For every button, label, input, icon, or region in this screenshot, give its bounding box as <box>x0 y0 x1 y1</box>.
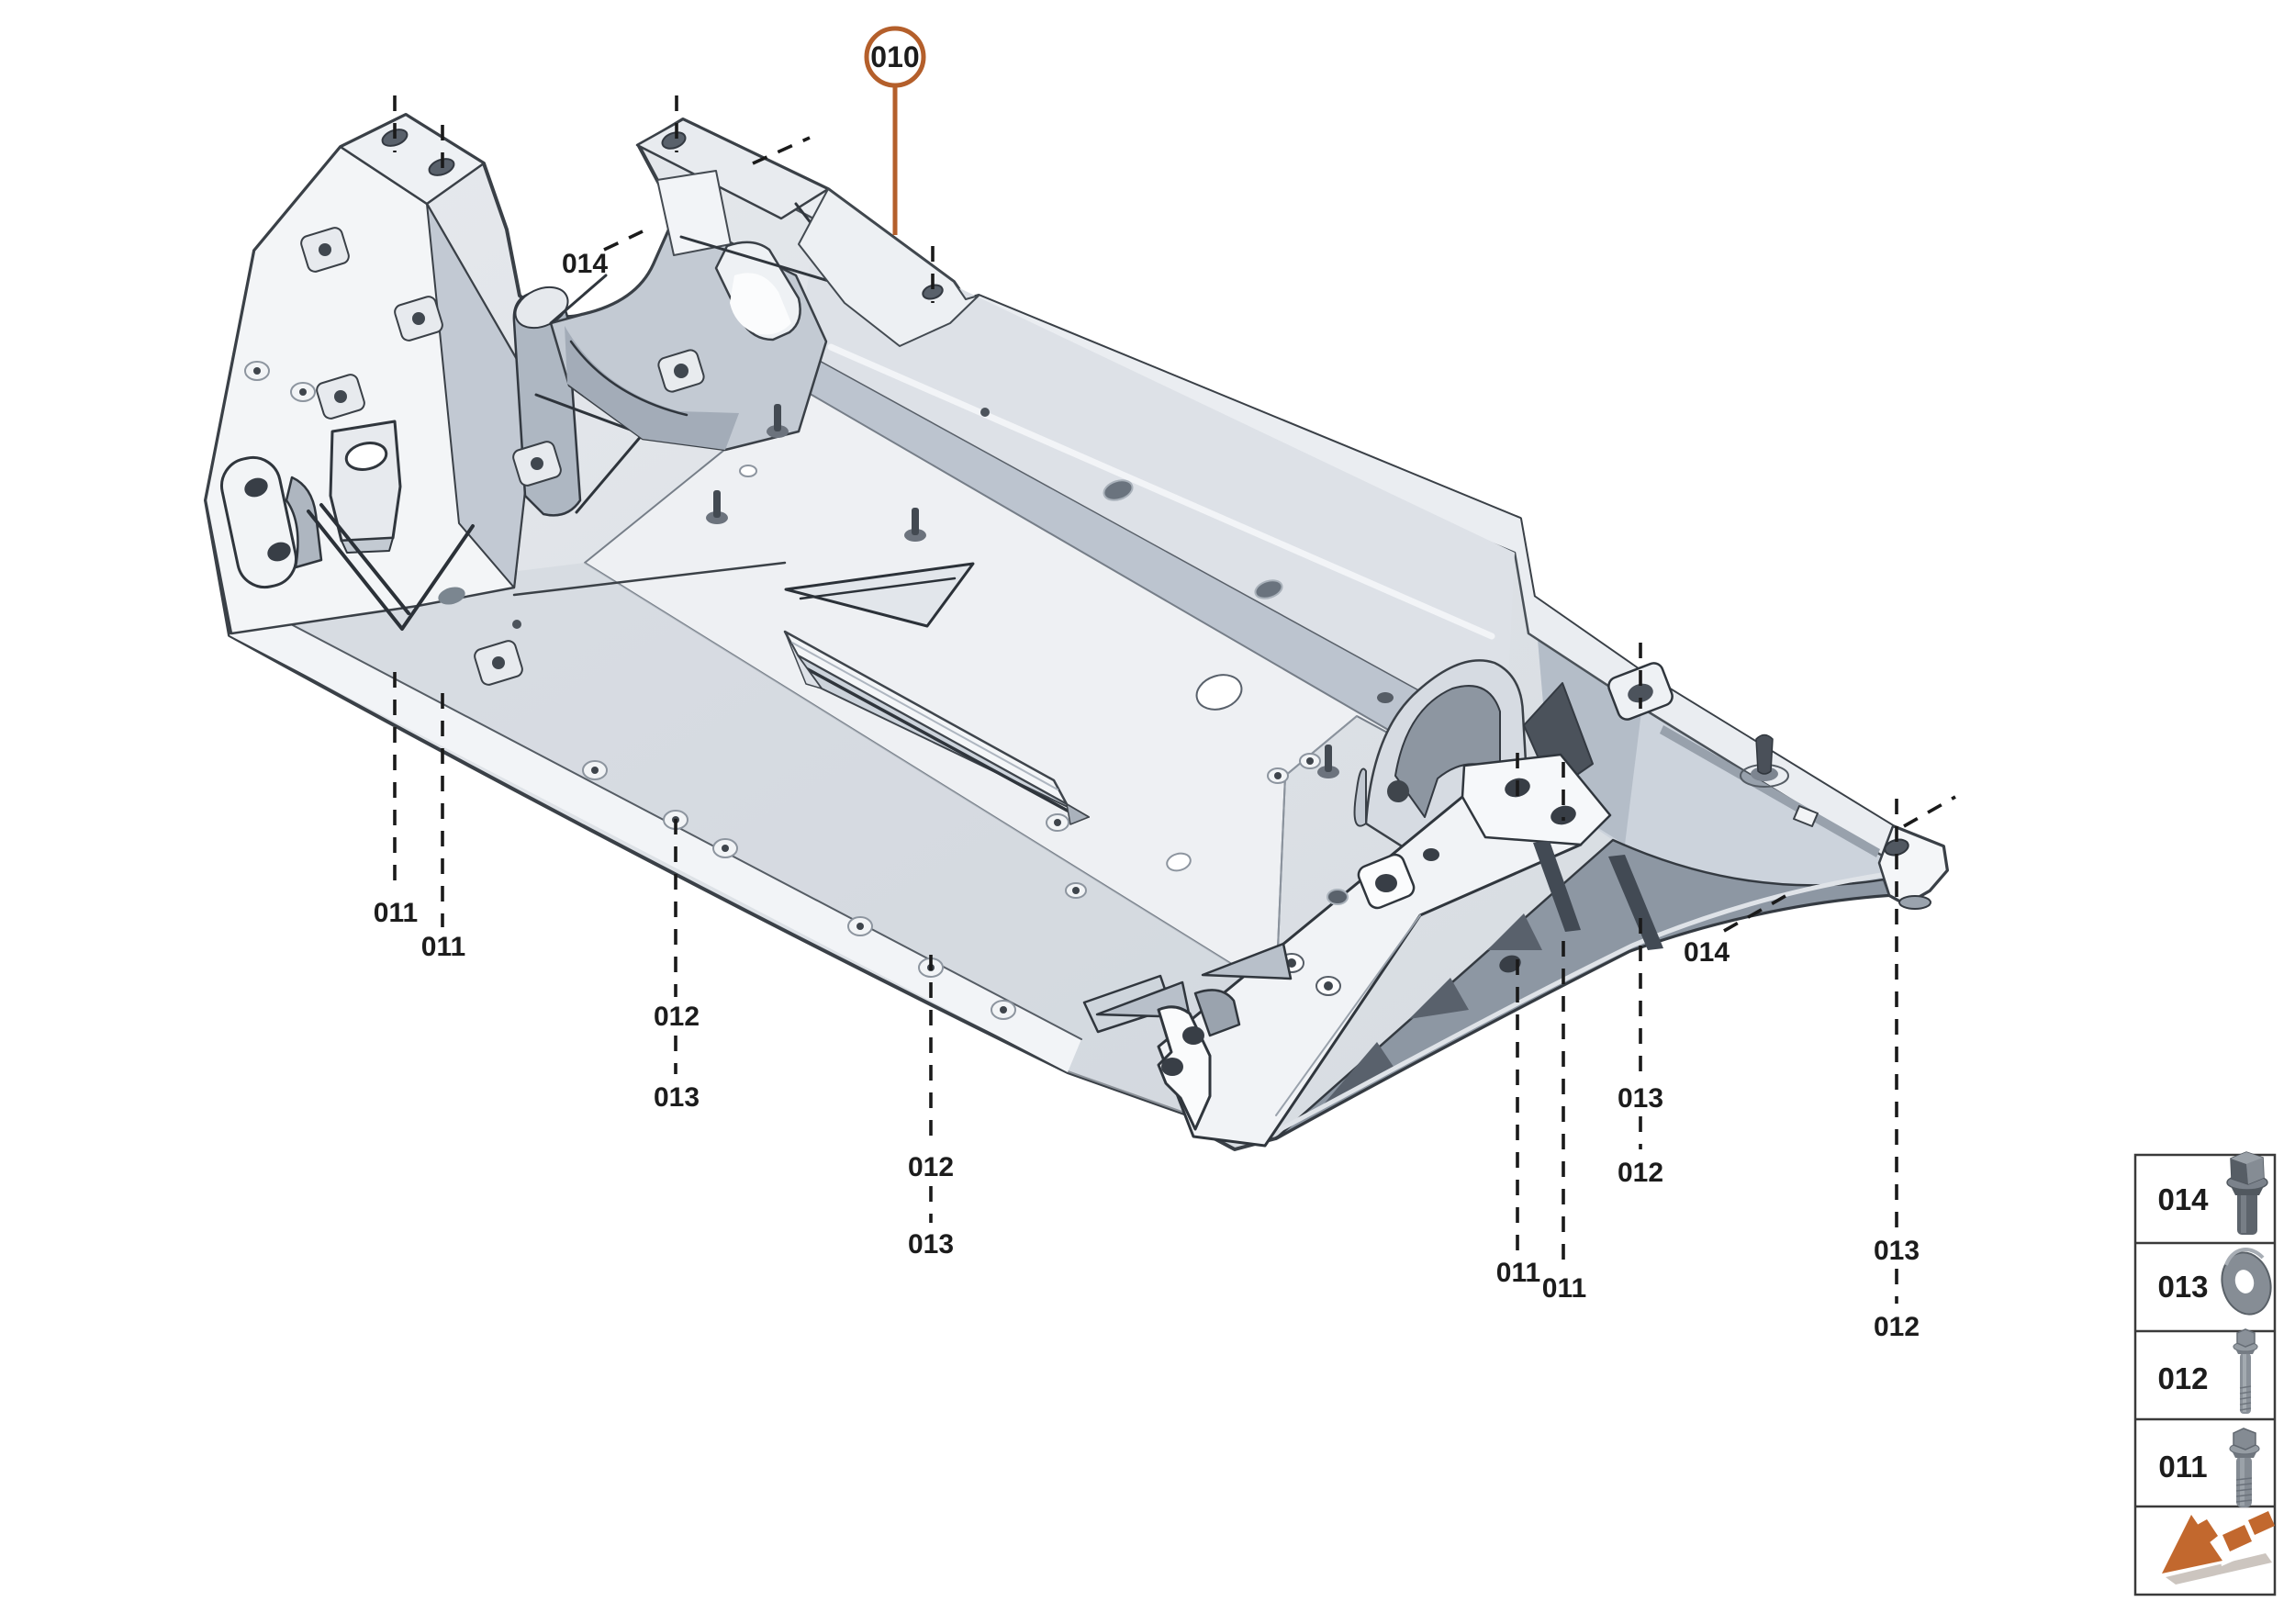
svg-text:014: 014 <box>2157 1182 2209 1216</box>
svg-text:012: 012 <box>654 1002 700 1032</box>
svg-text:013: 013 <box>654 1082 700 1113</box>
svg-text:014: 014 <box>1684 937 1730 968</box>
svg-text:010: 010 <box>870 40 919 73</box>
svg-text:012: 012 <box>1874 1312 1920 1342</box>
svg-text:012: 012 <box>2157 1361 2208 1395</box>
svg-text:013: 013 <box>2157 1270 2208 1304</box>
svg-text:013: 013 <box>1874 1236 1920 1266</box>
svg-text:012: 012 <box>1618 1158 1663 1188</box>
svg-text:011: 011 <box>1542 1273 1586 1304</box>
svg-text:013: 013 <box>1618 1083 1663 1114</box>
svg-text:014: 014 <box>562 249 608 279</box>
svg-text:011: 011 <box>421 932 465 962</box>
svg-text:011: 011 <box>2158 1450 2207 1484</box>
svg-text:011: 011 <box>374 898 418 928</box>
svg-text:011: 011 <box>1496 1258 1540 1288</box>
svg-text:012: 012 <box>908 1152 954 1182</box>
svg-text:013: 013 <box>908 1229 954 1260</box>
